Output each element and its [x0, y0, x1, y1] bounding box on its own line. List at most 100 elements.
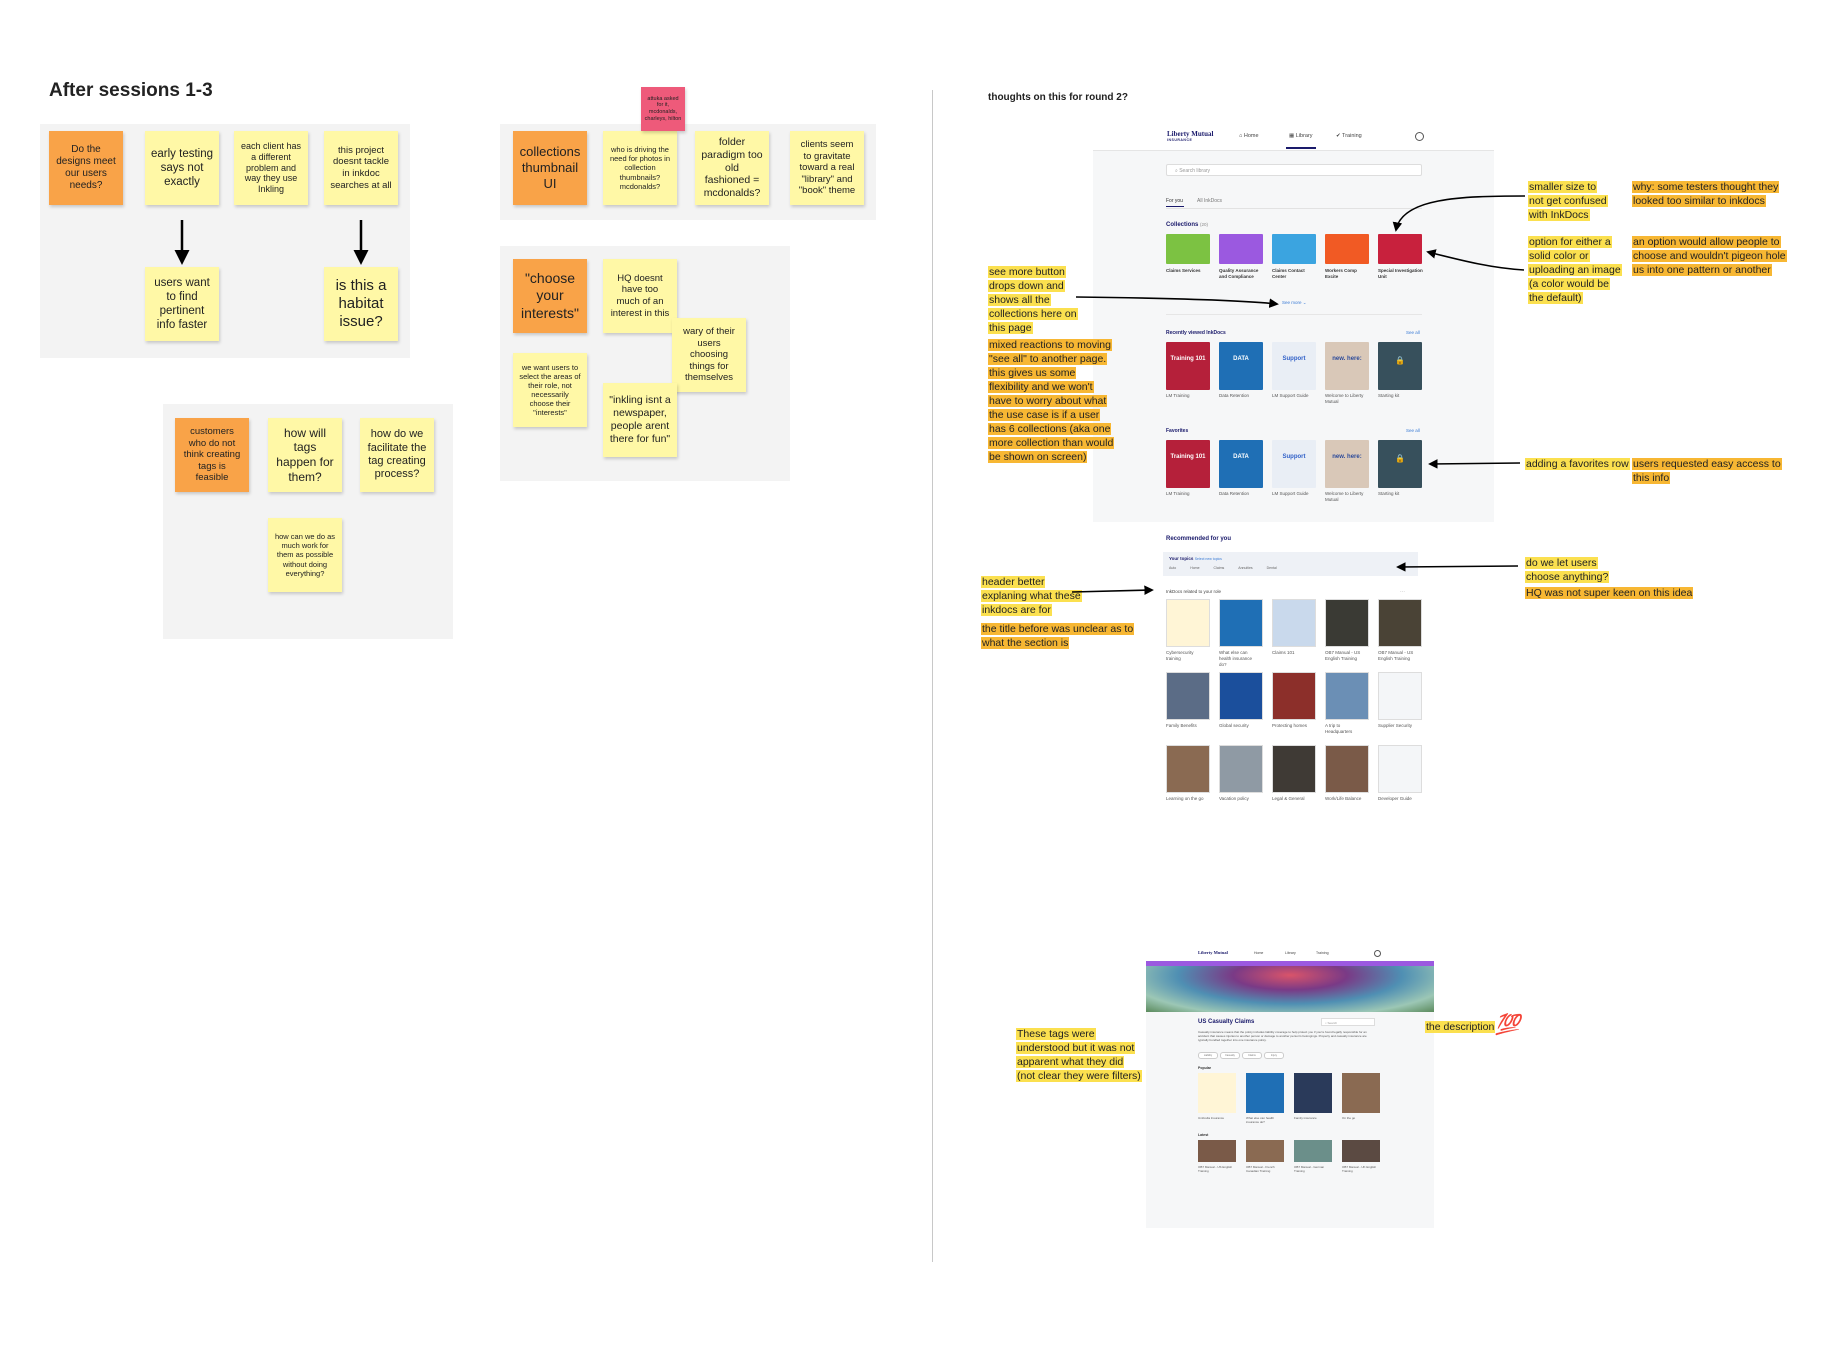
- sticky-note[interactable]: each client has a different problem and …: [234, 131, 308, 205]
- topic-chip[interactable]: Claims: [1213, 566, 1225, 570]
- inkdoc-thumbnail[interactable]: [1325, 599, 1369, 647]
- sticky-note[interactable]: is this a habitat issue?: [324, 267, 398, 341]
- doc-card[interactable]: Training 101: [1166, 342, 1210, 390]
- topic-chip[interactable]: Dental: [1266, 566, 1277, 570]
- nav-library[interactable]: Library: [1285, 951, 1296, 955]
- sticky-note[interactable]: Do the designs meet our users needs?: [49, 131, 123, 205]
- collection-tile[interactable]: [1325, 234, 1369, 264]
- nav-home[interactable]: Home: [1254, 951, 1264, 955]
- doc-card[interactable]: DATA: [1219, 342, 1263, 390]
- sticky-note[interactable]: this project doesnt tackle in inkdoc sea…: [324, 131, 398, 205]
- inkdoc-thumbnail[interactable]: [1272, 745, 1316, 793]
- library-search-input[interactable]: ⌕ Search library: [1166, 164, 1422, 176]
- inkdoc-thumbnail[interactable]: [1294, 1140, 1332, 1162]
- sticky-note[interactable]: early testing says not exactly: [145, 131, 219, 205]
- inkdoc-thumbnail[interactable]: [1342, 1140, 1380, 1162]
- tab-all-inkdocs[interactable]: All InkDocs: [1197, 198, 1223, 204]
- collection-tile[interactable]: [1272, 234, 1316, 264]
- collection-search-input[interactable]: ⌕ Search: [1321, 1018, 1375, 1026]
- sticky-note[interactable]: how do we facilitate the tag creating pr…: [360, 418, 434, 492]
- collection-tile[interactable]: [1166, 234, 1210, 264]
- sticky-note[interactable]: "choose your interests": [513, 259, 587, 333]
- doc-card[interactable]: new. here:: [1325, 342, 1369, 390]
- select-topics-link[interactable]: Select new topics: [1194, 557, 1222, 561]
- inkdoc-thumbnail[interactable]: [1246, 1140, 1284, 1162]
- tag-chip[interactable]: Liability: [1198, 1052, 1218, 1059]
- see-all-link[interactable]: See all: [1406, 428, 1420, 433]
- inkdoc-thumbnail[interactable]: [1166, 672, 1210, 720]
- sticky-note[interactable]: clients seem to gravitate toward a real …: [790, 131, 864, 205]
- inkdoc-thumbnail[interactable]: [1272, 599, 1316, 647]
- annotation-favorites-row[interactable]: adding a favorites row: [1525, 458, 1630, 470]
- nav-training[interactable]: ✔ Training: [1336, 133, 1362, 139]
- nav-library[interactable]: ▦ Library: [1289, 133, 1313, 139]
- annotation-hq-not-keen[interactable]: HQ was not super keen on this idea: [1525, 587, 1694, 599]
- annotation-smaller-size[interactable]: smaller size to not get confused with In…: [1528, 181, 1608, 221]
- sticky-note[interactable]: how can we do as much work for them as p…: [268, 518, 342, 592]
- inkdoc-thumbnail[interactable]: [1219, 672, 1263, 720]
- annotation-users-requested[interactable]: users requested easy access to this info: [1632, 458, 1782, 484]
- inkdoc-thumbnail[interactable]: [1325, 672, 1369, 720]
- inkdoc-thumbnail[interactable]: [1166, 745, 1210, 793]
- see-more-button[interactable]: See more ⌄: [1282, 300, 1307, 305]
- grid-options-icon[interactable]: ⋯: [1400, 589, 1405, 595]
- sticky-note-pink[interactable]: attuka asked for it, mcdonalds, charleys…: [641, 87, 685, 131]
- doc-card[interactable]: Support: [1272, 440, 1316, 488]
- annotation-mixed-reactions[interactable]: mixed reactions to moving "see all" to a…: [988, 339, 1115, 463]
- sticky-note[interactable]: collections thumbnail UI: [513, 131, 587, 205]
- user-avatar-icon[interactable]: [1415, 132, 1424, 141]
- annotation-why-similar[interactable]: why: some testers thought they looked to…: [1632, 181, 1780, 207]
- topic-chip[interactable]: Annuities: [1238, 566, 1253, 570]
- annotation-these-tags[interactable]: These tags were understood but it was no…: [1016, 1028, 1142, 1082]
- annotation-title-before[interactable]: the title before was unclear as to what …: [981, 623, 1135, 649]
- inkdoc-thumbnail[interactable]: [1198, 1140, 1236, 1162]
- user-avatar-icon[interactable]: [1374, 950, 1381, 957]
- tab-for-you[interactable]: For you: [1166, 198, 1183, 204]
- sticky-note[interactable]: users want to find pertinent info faster: [145, 267, 219, 341]
- inkdoc-thumbnail[interactable]: [1378, 745, 1422, 793]
- sticky-note[interactable]: wary of their users choosing things for …: [672, 318, 746, 392]
- inkdoc-thumbnail[interactable]: [1325, 745, 1369, 793]
- sticky-note[interactable]: folder paradigm too old fashioned = mcdo…: [695, 131, 769, 205]
- liberty-mutual-logo[interactable]: Liberty Mutual INSURANCE: [1167, 130, 1213, 142]
- annotation-do-we-let[interactable]: do we let users choose anything?: [1525, 557, 1610, 583]
- inkdoc-thumbnail[interactable]: [1342, 1073, 1380, 1113]
- collection-tile[interactable]: [1219, 234, 1263, 264]
- topic-chip[interactable]: Home: [1190, 566, 1200, 570]
- inkdoc-thumbnail[interactable]: [1294, 1073, 1332, 1113]
- inkdoc-thumbnail[interactable]: [1219, 599, 1263, 647]
- collection-tile[interactable]: [1378, 234, 1422, 264]
- nav-training[interactable]: Training: [1316, 951, 1329, 955]
- inkdoc-thumbnail[interactable]: [1219, 745, 1263, 793]
- annotation-see-more[interactable]: see more button drops down and shows all…: [988, 266, 1078, 334]
- sticky-note[interactable]: how will tags happen for them?: [268, 418, 342, 492]
- inkdoc-thumbnail[interactable]: [1246, 1073, 1284, 1113]
- sticky-note[interactable]: we want users to select the areas of the…: [513, 353, 587, 427]
- liberty-mutual-logo[interactable]: Liberty Mutual: [1198, 950, 1228, 955]
- annotation-option-color[interactable]: option for either a solid color or uploa…: [1528, 236, 1622, 304]
- doc-card[interactable]: 🔒: [1378, 342, 1422, 390]
- see-all-link[interactable]: See all: [1406, 330, 1420, 335]
- inkdoc-thumbnail[interactable]: [1378, 672, 1422, 720]
- tag-chip[interactable]: Casualty: [1220, 1052, 1240, 1059]
- tag-chip[interactable]: Injury: [1264, 1052, 1284, 1059]
- topic-chip[interactable]: Auto: [1169, 566, 1177, 570]
- sticky-note[interactable]: who is driving the need for photos in co…: [603, 131, 677, 205]
- doc-card[interactable]: 🔒: [1378, 440, 1422, 488]
- annotation-the-description[interactable]: the description: [1425, 1021, 1496, 1033]
- doc-card[interactable]: DATA: [1219, 440, 1263, 488]
- doc-card[interactable]: Training 101: [1166, 440, 1210, 488]
- inkdoc-thumbnail[interactable]: [1272, 672, 1316, 720]
- sticky-note[interactable]: HQ doesnt have too much of an interest i…: [603, 259, 677, 333]
- inkdoc-thumbnail[interactable]: [1166, 599, 1210, 647]
- tag-chip[interactable]: Claims: [1242, 1052, 1262, 1059]
- sticky-note[interactable]: "inkling isnt a newspaper, people arent …: [603, 383, 677, 457]
- inkdoc-thumbnail[interactable]: [1378, 599, 1422, 647]
- doc-card[interactable]: new. here:: [1325, 440, 1369, 488]
- doc-card[interactable]: Support: [1272, 342, 1316, 390]
- annotation-option-allow[interactable]: an option would allow people to choose a…: [1632, 236, 1787, 276]
- inkdoc-thumbnail[interactable]: [1198, 1073, 1236, 1113]
- nav-home[interactable]: ⌂ Home: [1239, 133, 1259, 139]
- sticky-note[interactable]: customers who do not think creating tags…: [175, 418, 249, 492]
- annotation-header-better[interactable]: header better explaning what these inkdo…: [981, 576, 1082, 616]
